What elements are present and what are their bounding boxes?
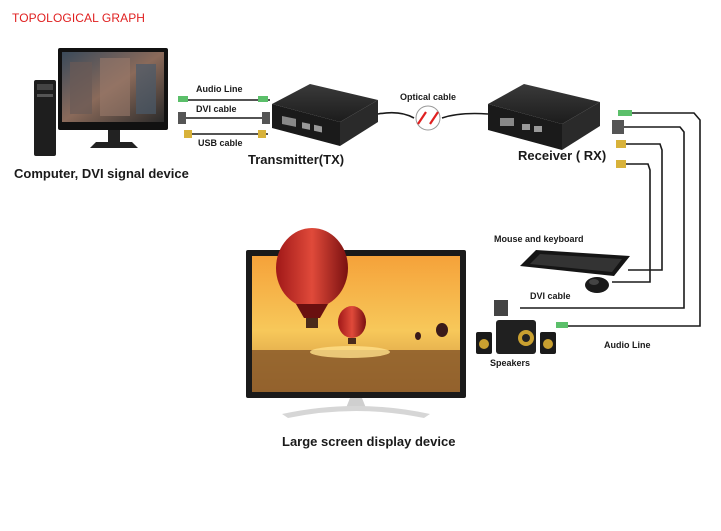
- receiver-label: Receiver ( RX): [518, 148, 607, 163]
- optical-cable-label: Optical cable: [400, 92, 457, 102]
- computer-tx-cables: [180, 99, 270, 135]
- transmitter-icon: [272, 84, 378, 146]
- mouse-keyboard-label: Mouse and keyboard: [494, 234, 584, 244]
- usb-plug-icon: [616, 140, 626, 148]
- usb-plug-icon: [616, 160, 626, 168]
- receiver-icon: [488, 84, 600, 150]
- dvi-plug-icon: [494, 300, 508, 316]
- dvi-cable-label: DVI cable: [196, 104, 237, 114]
- page-title: TOPOLOGICAL GRAPH: [12, 11, 146, 25]
- optical-break-icon: [415, 105, 441, 131]
- audio-plug-icon: [258, 96, 268, 102]
- speakers-icon: [476, 320, 556, 354]
- usb-plug-icon: [258, 130, 266, 138]
- audio-plug-icon: [178, 96, 188, 102]
- audio-line-label: Audio Line: [196, 84, 243, 94]
- dvi-plug-icon: [178, 112, 186, 124]
- transmitter-label: Transmitter(TX): [248, 152, 345, 167]
- usb-cable-label: USB cable: [198, 138, 243, 148]
- computer-icon: [34, 48, 168, 156]
- audio-line-bottom-label: Audio Line: [604, 340, 651, 350]
- large-screen-label: Large screen display device: [282, 434, 456, 449]
- audio-plug-icon: [556, 322, 568, 328]
- usb-plug-icon: [184, 130, 192, 138]
- mouse-icon: [585, 277, 609, 293]
- dvi-cable-bottom-label: DVI cable: [530, 291, 571, 301]
- optical-cable: [377, 111, 489, 119]
- audio-plug-icon: [618, 110, 632, 116]
- computer-label: Computer, DVI signal device: [14, 166, 189, 181]
- dvi-plug-icon: [262, 112, 270, 124]
- rx-cables: [520, 112, 701, 327]
- speakers-label: Speakers: [490, 358, 531, 368]
- large-display-icon: [246, 228, 466, 418]
- dvi-plug-icon: [612, 120, 624, 134]
- keyboard-icon: [520, 250, 630, 276]
